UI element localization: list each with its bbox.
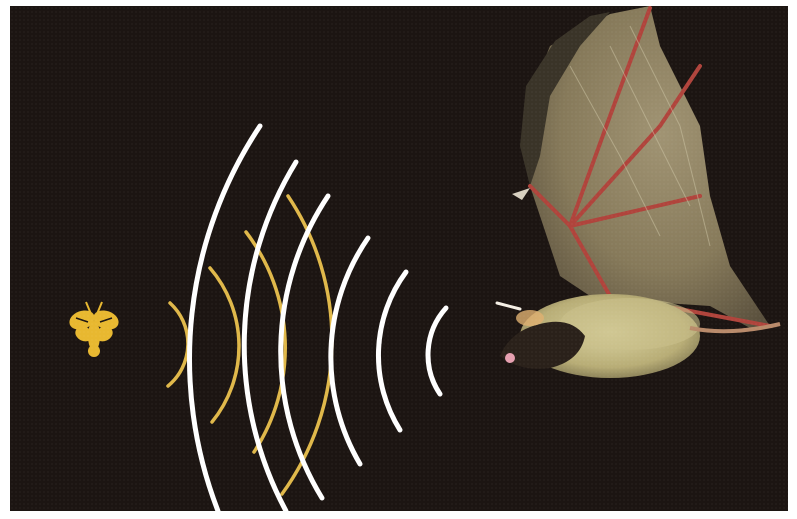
emitted-wave-4 [281, 196, 328, 498]
echo-wave-1 [168, 303, 188, 386]
echolocation-illustration [10, 6, 788, 511]
emitted-wave-3 [331, 238, 368, 464]
emitted-wave-1 [428, 308, 446, 394]
echolocation-photo [10, 6, 788, 511]
emitted-wave-2 [378, 272, 406, 430]
echo-waves [168, 196, 332, 494]
emitted-wave-5 [244, 162, 296, 511]
emitted-waves [189, 126, 446, 511]
echo-wave-4 [282, 196, 332, 494]
echo-wave-2 [210, 268, 239, 422]
bat-figure [497, 6, 780, 378]
emitted-wave-6 [189, 126, 260, 511]
moth-icon [67, 302, 122, 357]
